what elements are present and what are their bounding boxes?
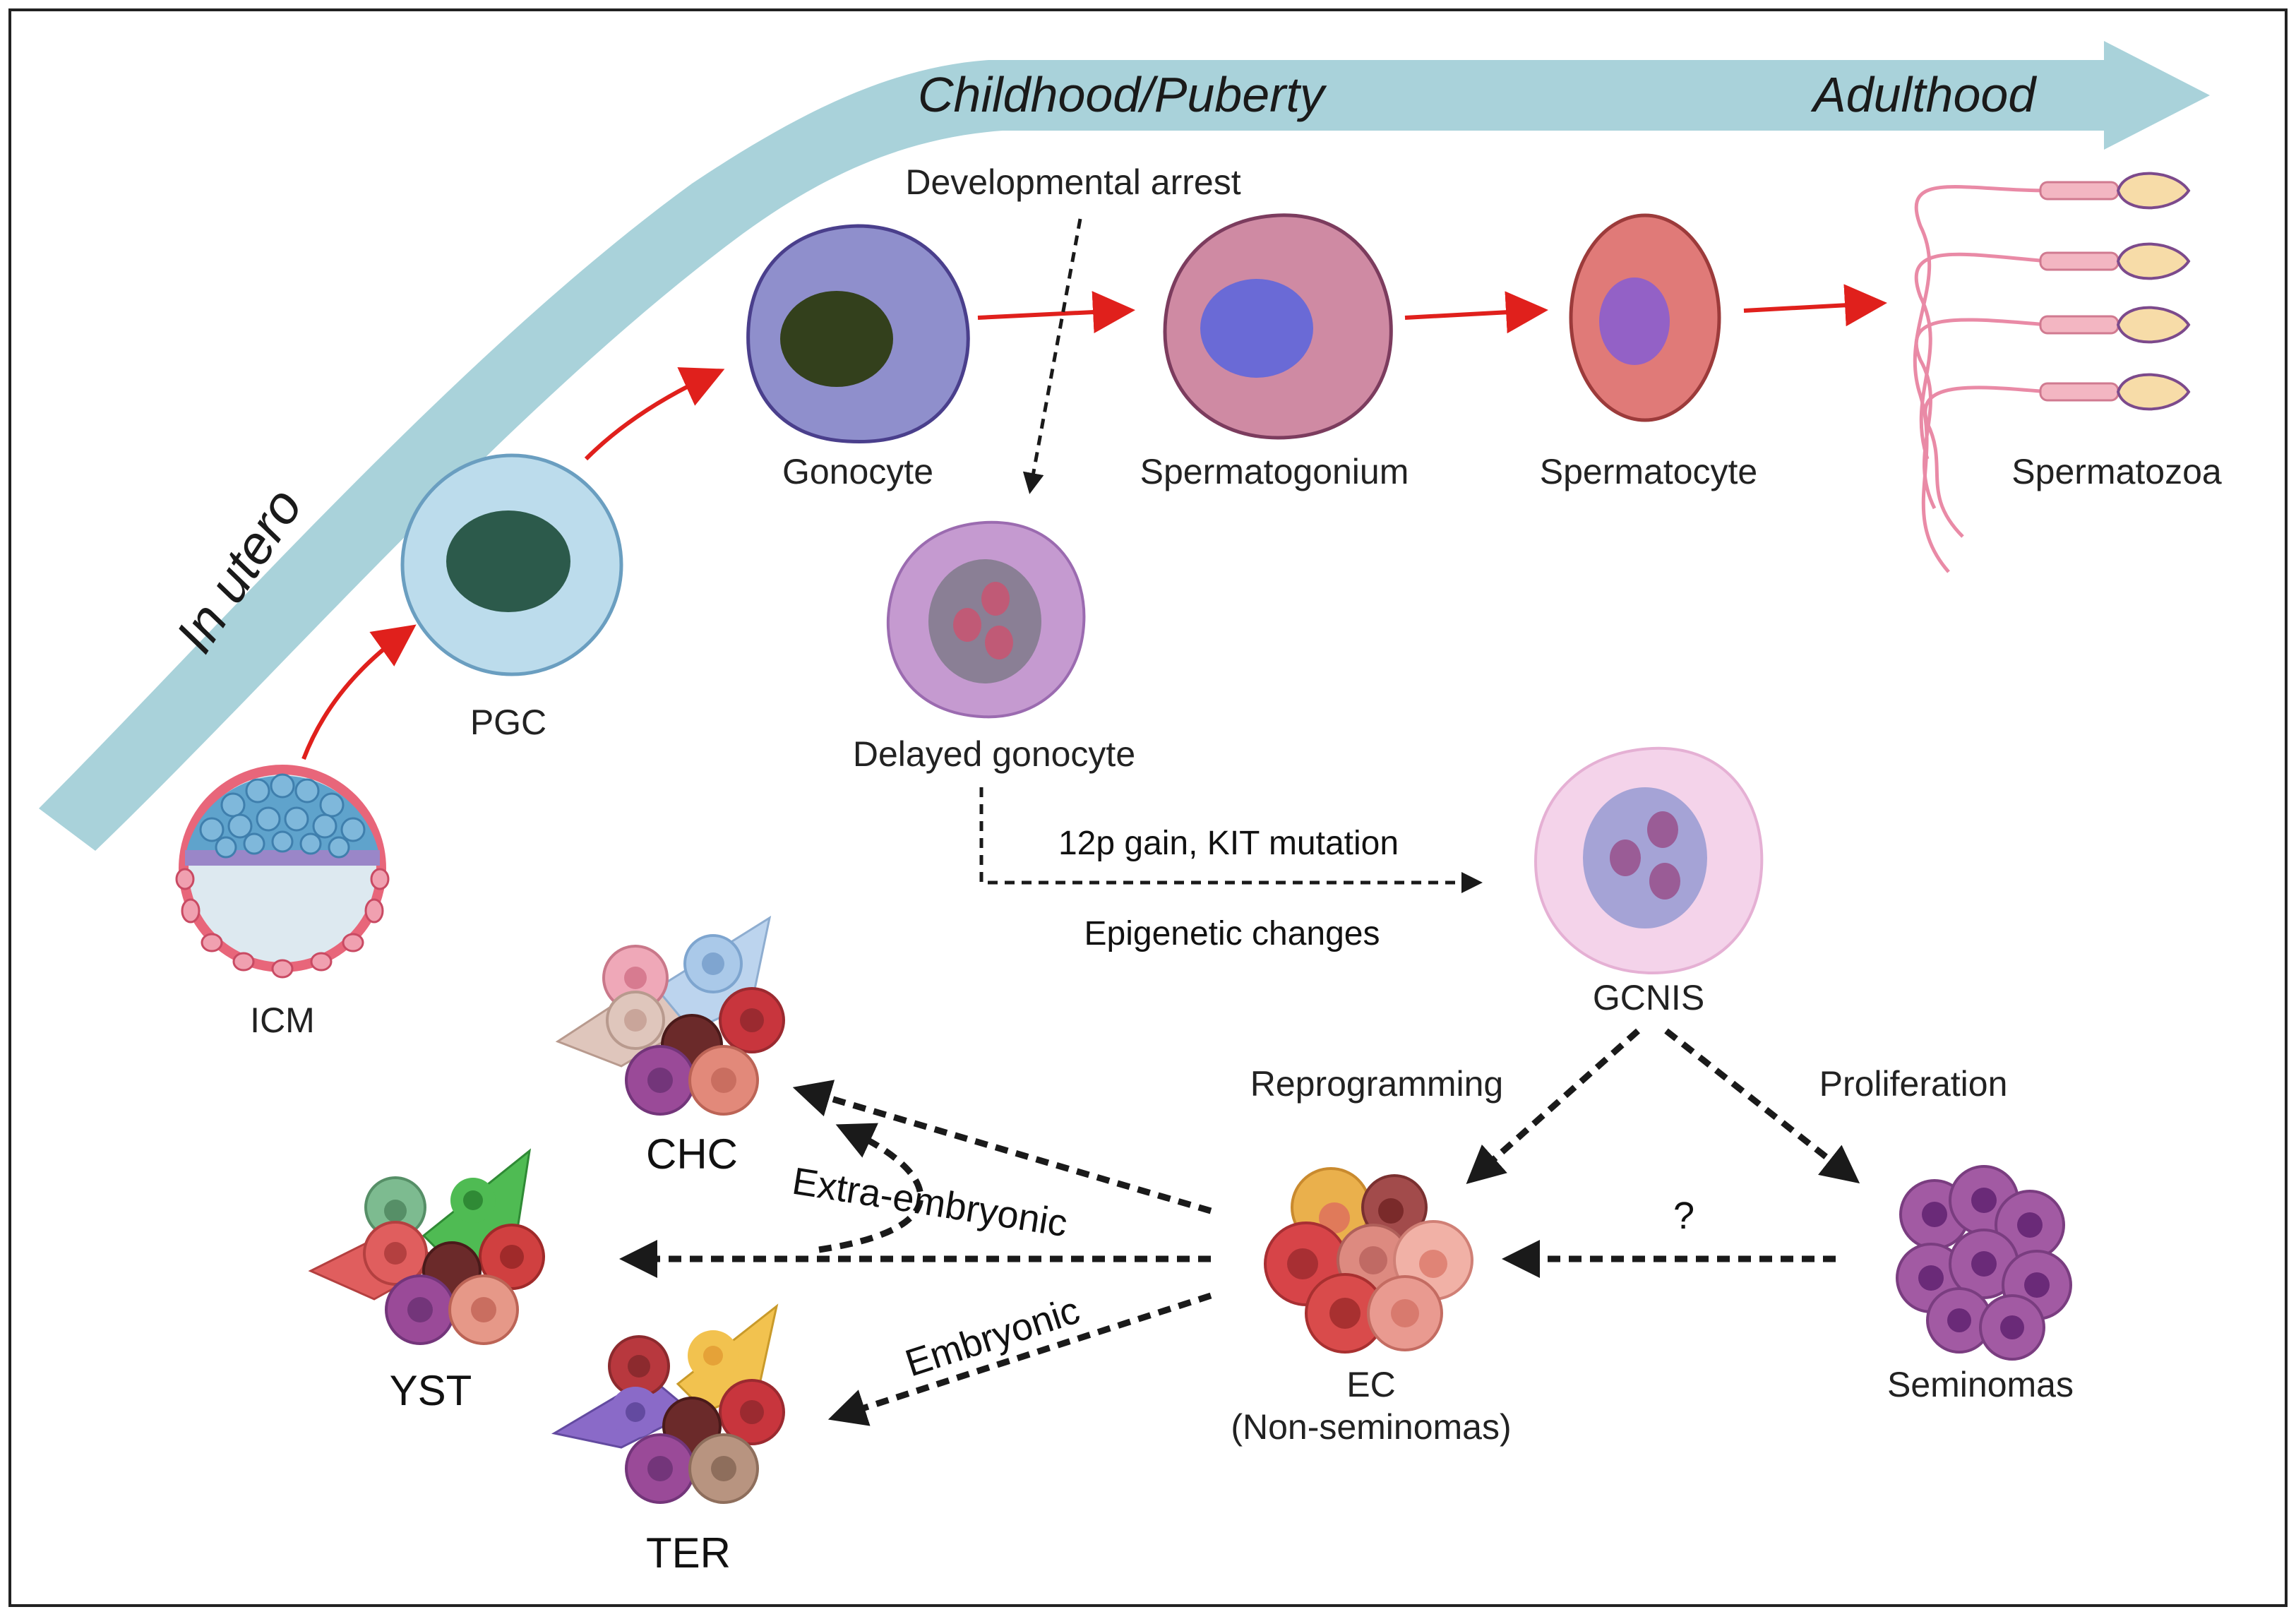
ter-tumor-cluster-icon [551, 1303, 785, 1504]
ec-label-line2: (Non-seminomas) [1231, 1407, 1511, 1447]
arrow-icm-to-pgc [301, 624, 417, 760]
yst-tumor-cluster-icon [308, 1148, 545, 1345]
extra-embryonic-label: Extra-embryonic [789, 1160, 1070, 1245]
spermatozoa-label: Spermatozoa [2011, 452, 2222, 491]
yst-label: YST [390, 1367, 472, 1414]
pgc-label: PGC [470, 703, 546, 742]
seminoma-cluster-icon [1896, 1165, 2072, 1361]
arrow-ec-to-chc [792, 1080, 1212, 1214]
ter-label: TER [646, 1529, 731, 1577]
spermatocyte-label: Spermatocyte [1540, 452, 1757, 491]
timeline-arrow-body [39, 41, 2210, 851]
ec-tumor-cluster-icon [1264, 1167, 1473, 1354]
chc-label: CHC [646, 1130, 738, 1178]
timeline-arrow [39, 41, 2210, 851]
arrow-gcnis-to-ec [1466, 1028, 1640, 1184]
icm-blastocyst-icon [175, 765, 390, 979]
gain-kit-label: 12p gain, KIT mutation [1058, 825, 1399, 862]
gonocyte-label: Gonocyte [782, 452, 933, 491]
spermatogonium-cell-icon [1163, 213, 1393, 440]
spermatocyte-cell-icon [1569, 213, 1721, 422]
spermatozoa-icon [1913, 172, 2191, 573]
seminomas-label: Seminomas [1887, 1365, 2074, 1404]
reprogramming-label: Reprogramming [1250, 1064, 1503, 1104]
arrow-gonocyte-to-spermatogonium [977, 291, 1135, 334]
era-label-childhood: Childhood/Puberty [918, 67, 1327, 122]
arrow-spermatocyte-to-spermatozoa [1743, 284, 1887, 327]
delayed-gonocyte-label: Delayed gonocyte [853, 734, 1135, 774]
pgc-cell-icon [400, 453, 623, 676]
embryonic-label: Embryonic [900, 1289, 1084, 1385]
figure-frame [8, 8, 2288, 1607]
arrow-gcnis-to-seminoma [1664, 1028, 1860, 1184]
icm-label: ICM [250, 1000, 315, 1040]
proliferation-label: Proliferation [1819, 1064, 2008, 1104]
arrow-ec-to-ter [827, 1292, 1212, 1426]
gcnis-label: GCNIS [1593, 978, 1704, 1017]
gonocyte-cell-icon [746, 224, 970, 444]
chc-tumor-cluster-icon [555, 915, 785, 1116]
arrow-delayed-to-gcnis [979, 787, 1483, 893]
ec-label-line1: EC [1346, 1365, 1395, 1404]
arrow-spermatogonium-to-spermatocyte [1404, 291, 1548, 334]
arrow-yst-chc-curve [818, 1123, 924, 1253]
arrow-developmental-arrest [1022, 218, 1082, 494]
arrow-pgc-to-gonocyte [584, 367, 725, 461]
question-mark-label: ? [1673, 1195, 1694, 1237]
developmental-arrest-label: Developmental arrest [905, 162, 1240, 202]
era-label-adulthood: Adulthood [1810, 67, 2037, 122]
epigenetic-label: Epigenetic changes [1084, 915, 1380, 952]
gcnis-cell-icon [1533, 746, 1764, 975]
delayed-gonocyte-cell-icon [886, 520, 1086, 719]
spermatogonium-label: Spermatogonium [1140, 452, 1409, 491]
